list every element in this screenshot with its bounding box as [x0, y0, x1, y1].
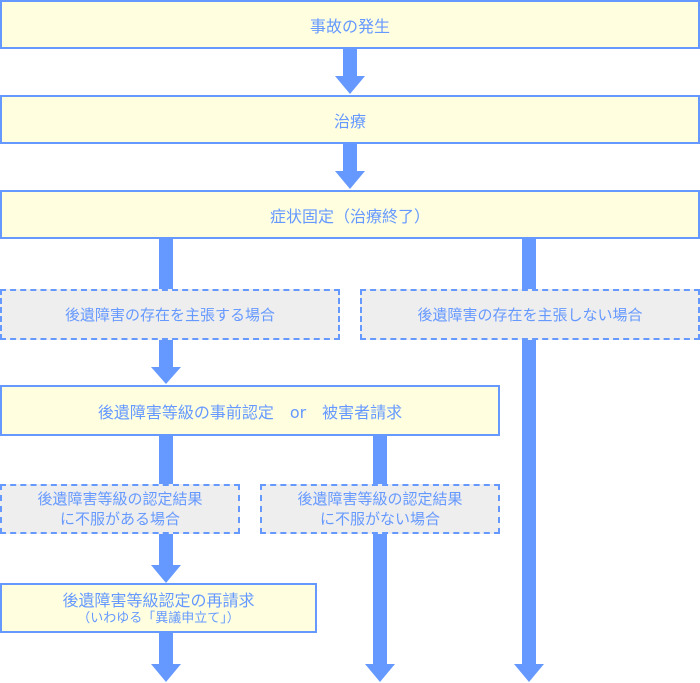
node-symptom-fixed: 症状固定（治療終了）	[0, 190, 700, 239]
node-dissatisfied-line2: に不服がある場合	[59, 510, 180, 528]
line-symptom-fixed-to-claim-exists	[159, 238, 173, 290]
line-symptom-fixed-to-claim-not-exists	[522, 238, 536, 290]
node-reclaim: 後遺障害等級認定の再請求 （いわゆる「異議申立て」）	[0, 583, 317, 633]
node-accident: 事故の発生	[0, 0, 700, 49]
line-certification-to-satisfied	[373, 435, 387, 485]
node-satisfied-line2: に不服がない場合	[319, 510, 440, 528]
arrow-claim-exists-to-certification	[151, 339, 181, 384]
arrow-satisfied-down	[365, 533, 395, 682]
arrow-claim-not-exists-down	[514, 339, 544, 682]
node-dissatisfied: 後遺障害等級の認定結果 に不服がある場合	[0, 484, 240, 534]
node-claim-not-exists: 後遺障害の存在を主張しない場合	[360, 289, 700, 340]
node-accident-label: 事故の発生	[309, 16, 390, 36]
arrow-accident-to-treatment	[335, 48, 365, 94]
node-satisfied-line1: 後遺障害等級の認定結果	[297, 490, 463, 508]
node-treatment-label: 治療	[333, 111, 366, 131]
node-treatment: 治療	[0, 95, 700, 144]
arrow-dissatisfied-to-reclaim	[151, 533, 181, 583]
node-symptom-fixed-label: 症状固定（治療終了）	[269, 206, 430, 226]
node-claim-not-exists-label: 後遺障害の存在を主張しない場合	[417, 305, 643, 324]
node-certification-label: 後遺障害等級の事前認定 or 被害者請求	[97, 402, 403, 422]
arrow-treatment-to-symptom-fixed	[335, 143, 365, 189]
node-certification: 後遺障害等級の事前認定 or 被害者請求	[0, 385, 500, 436]
line-certification-to-dissatisfied	[159, 435, 173, 485]
arrow-reclaim-down	[151, 632, 181, 682]
node-reclaim-sublabel: （いわゆる「異議申立て」）	[77, 610, 240, 626]
node-satisfied: 後遺障害等級の認定結果 に不服がない場合	[260, 484, 500, 534]
node-dissatisfied-line1: 後遺障害等級の認定結果	[37, 490, 203, 508]
node-claim-exists-label: 後遺障害の存在を主張する場合	[64, 305, 275, 324]
node-claim-exists: 後遺障害の存在を主張する場合	[0, 289, 340, 340]
node-reclaim-label: 後遺障害等級認定の再請求	[62, 590, 255, 610]
